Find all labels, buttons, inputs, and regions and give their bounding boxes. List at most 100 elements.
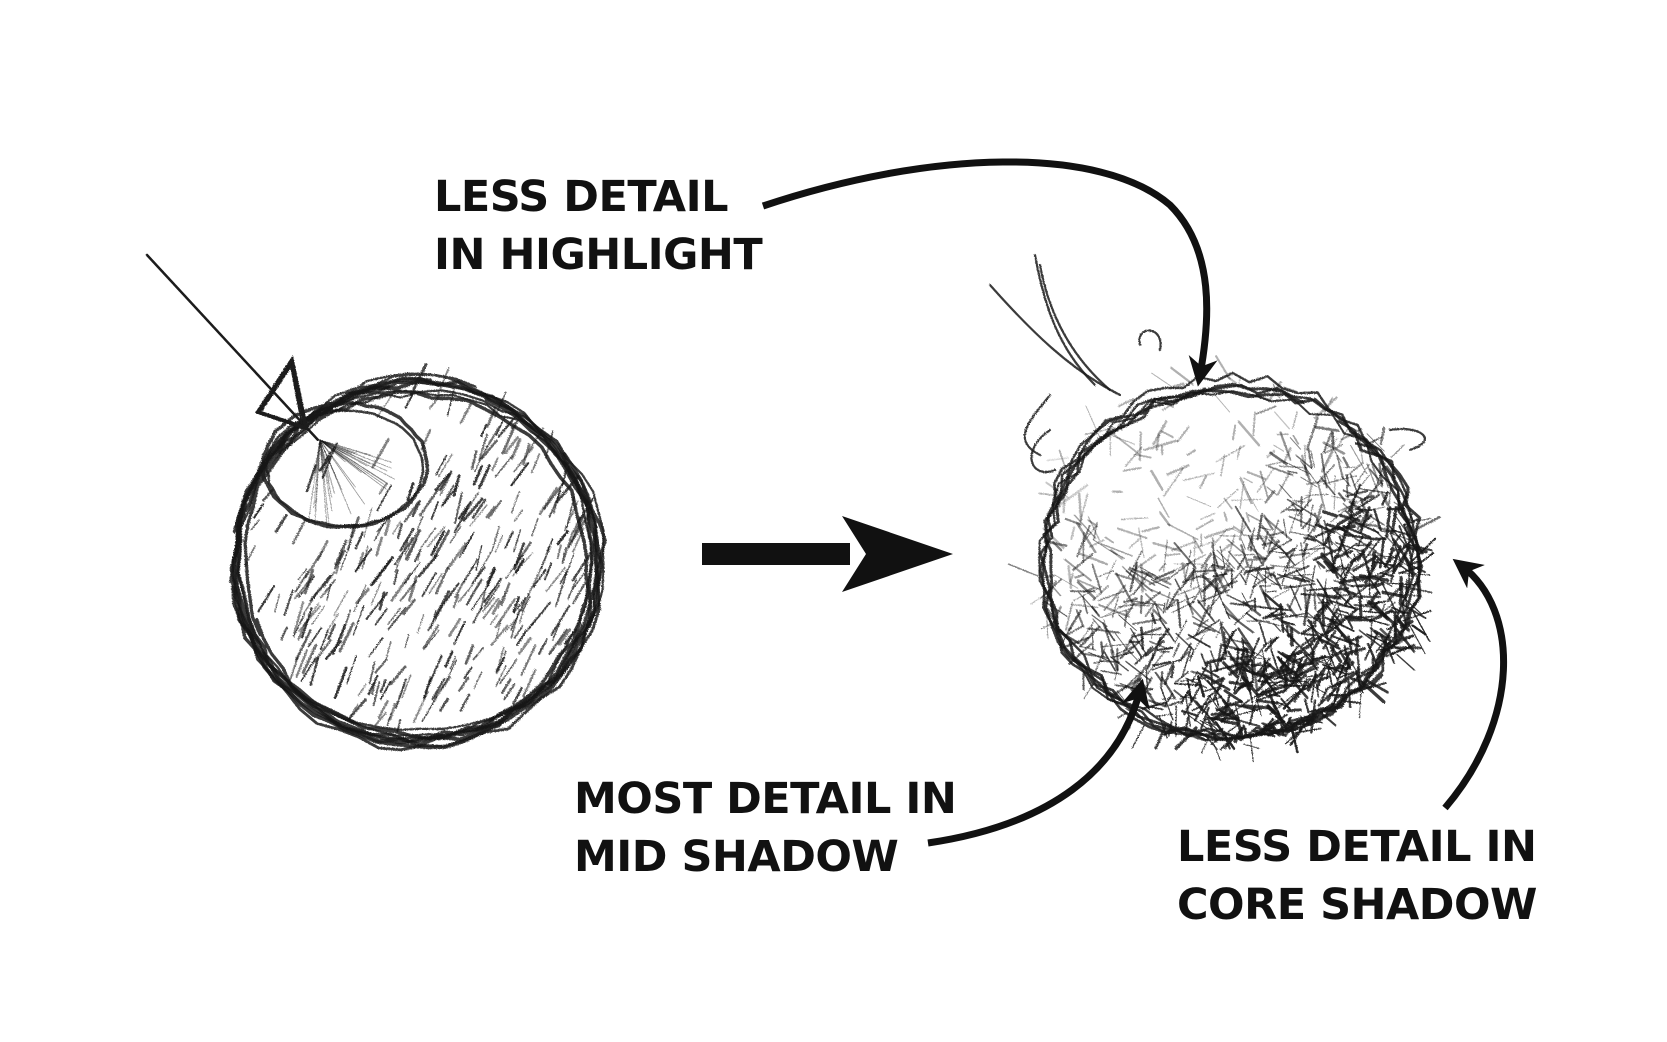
fur-stroke bbox=[1276, 565, 1310, 580]
core-shadow-stroke bbox=[1203, 674, 1231, 691]
hatch-stroke bbox=[402, 598, 416, 616]
fur-stroke bbox=[1360, 452, 1364, 463]
core-shadow-stroke bbox=[1320, 712, 1337, 727]
fur-stroke bbox=[1345, 474, 1350, 487]
core-shadow-stroke bbox=[1210, 676, 1225, 686]
fur-stroke bbox=[1160, 430, 1174, 438]
fur-stroke bbox=[1098, 570, 1114, 578]
core-shadow-stroke bbox=[1339, 563, 1350, 577]
hatch-stroke bbox=[557, 628, 572, 646]
fur-stroke bbox=[1200, 512, 1216, 520]
fur-stroke bbox=[1160, 676, 1177, 700]
fur-stroke bbox=[1156, 646, 1174, 652]
hatch-stroke bbox=[495, 664, 507, 688]
hatch-stroke bbox=[472, 606, 483, 624]
core-shadow-stroke bbox=[1368, 609, 1394, 623]
core-shadow-stroke bbox=[1354, 508, 1373, 512]
fur-stroke bbox=[1158, 618, 1175, 642]
core-shadow-stroke bbox=[1392, 634, 1415, 644]
core-shadow-stroke bbox=[1306, 673, 1318, 692]
fur-stroke bbox=[1164, 692, 1174, 707]
fur-stroke bbox=[1286, 603, 1298, 619]
core-shadow-stroke bbox=[1256, 686, 1277, 699]
hatch-stroke bbox=[354, 547, 373, 573]
fur-stroke bbox=[1279, 484, 1292, 499]
fur-stroke bbox=[1127, 568, 1156, 586]
fur-stroke bbox=[1282, 447, 1292, 465]
fur-stroke bbox=[1125, 602, 1136, 618]
fur-stroke bbox=[1140, 570, 1156, 577]
fur-stroke bbox=[1058, 449, 1070, 480]
fur-stroke bbox=[1342, 456, 1350, 468]
hatch-stroke bbox=[518, 636, 532, 655]
hatch-stroke bbox=[363, 507, 373, 538]
hatch-stroke bbox=[352, 605, 365, 636]
hatch-stroke bbox=[491, 599, 501, 615]
fur-stroke bbox=[1144, 640, 1165, 657]
hatch-stroke bbox=[365, 591, 389, 620]
fur-stroke bbox=[1082, 595, 1088, 614]
hatch-stroke bbox=[404, 394, 414, 409]
core-shadow-stroke bbox=[1339, 578, 1351, 596]
hatch-stroke bbox=[370, 581, 382, 606]
fur-stroke bbox=[1227, 550, 1244, 570]
core-shadow-stroke bbox=[1402, 554, 1415, 578]
core-shadow-stroke bbox=[1280, 651, 1304, 667]
fur-stroke bbox=[1124, 446, 1143, 467]
fur-stroke bbox=[1195, 604, 1210, 636]
core-shadow-stroke bbox=[1364, 600, 1387, 606]
fur-wisp bbox=[1033, 253, 1097, 387]
hatch-stroke bbox=[491, 525, 500, 552]
fur-stroke bbox=[1262, 530, 1269, 550]
label-line: MOST DETAIL IN bbox=[574, 774, 957, 824]
fur-stroke bbox=[1259, 585, 1272, 587]
fur-stroke bbox=[1200, 652, 1208, 669]
core-shadow-stroke bbox=[1349, 677, 1363, 684]
fur-stroke bbox=[1276, 573, 1307, 583]
core-shadow-stroke bbox=[1234, 714, 1245, 740]
core-shadow-stroke bbox=[1324, 643, 1336, 668]
fur-stroke bbox=[1241, 539, 1246, 550]
hatch-stroke bbox=[513, 625, 524, 639]
core-shadow-stroke bbox=[1388, 610, 1410, 614]
fur-stroke bbox=[1322, 437, 1339, 454]
fur-stroke bbox=[1262, 612, 1286, 620]
fur-stroke bbox=[1269, 692, 1297, 715]
fur-stroke bbox=[1268, 539, 1293, 554]
fur-stroke bbox=[1142, 591, 1162, 606]
simple-sphere-sketch bbox=[228, 363, 607, 752]
fur-stroke bbox=[1193, 540, 1217, 549]
core-shadow-stroke bbox=[1389, 533, 1402, 551]
fur-stroke bbox=[1073, 585, 1103, 601]
fur-stroke bbox=[1191, 695, 1223, 712]
fur-stroke bbox=[1240, 544, 1250, 567]
fur-stroke bbox=[1080, 645, 1096, 651]
fur-stroke bbox=[1366, 463, 1380, 495]
hatch-stroke bbox=[513, 542, 526, 571]
hatch-stroke bbox=[571, 573, 585, 591]
core-shadow-stroke bbox=[1262, 668, 1287, 683]
hatch-stroke bbox=[526, 618, 537, 632]
highlight-ray bbox=[319, 439, 328, 529]
hatch-stroke bbox=[494, 534, 504, 553]
hatch-stroke bbox=[464, 644, 475, 665]
detailed-sphere-sketch bbox=[988, 253, 1441, 763]
fur-stroke bbox=[1289, 437, 1302, 450]
fur-stroke bbox=[1195, 519, 1214, 531]
fur-stroke bbox=[1380, 580, 1397, 613]
fur-stroke bbox=[1069, 573, 1074, 584]
hatch-stroke bbox=[409, 363, 428, 396]
fur-stroke bbox=[1042, 580, 1058, 605]
core-shadow-stroke bbox=[1378, 536, 1386, 569]
fur-stroke bbox=[1249, 734, 1254, 763]
fur-stroke bbox=[1316, 560, 1326, 569]
hatch-stroke bbox=[550, 605, 571, 636]
callout-arrow-highlight bbox=[761, 158, 1218, 387]
hatch-stroke bbox=[301, 607, 313, 639]
core-shadow-stroke bbox=[1284, 728, 1303, 745]
fur-stroke bbox=[1207, 561, 1218, 570]
hatch-stroke bbox=[522, 443, 531, 466]
fur-stroke bbox=[1195, 700, 1216, 725]
core-shadow-stroke bbox=[1361, 548, 1372, 579]
fur-stroke bbox=[1307, 448, 1313, 469]
